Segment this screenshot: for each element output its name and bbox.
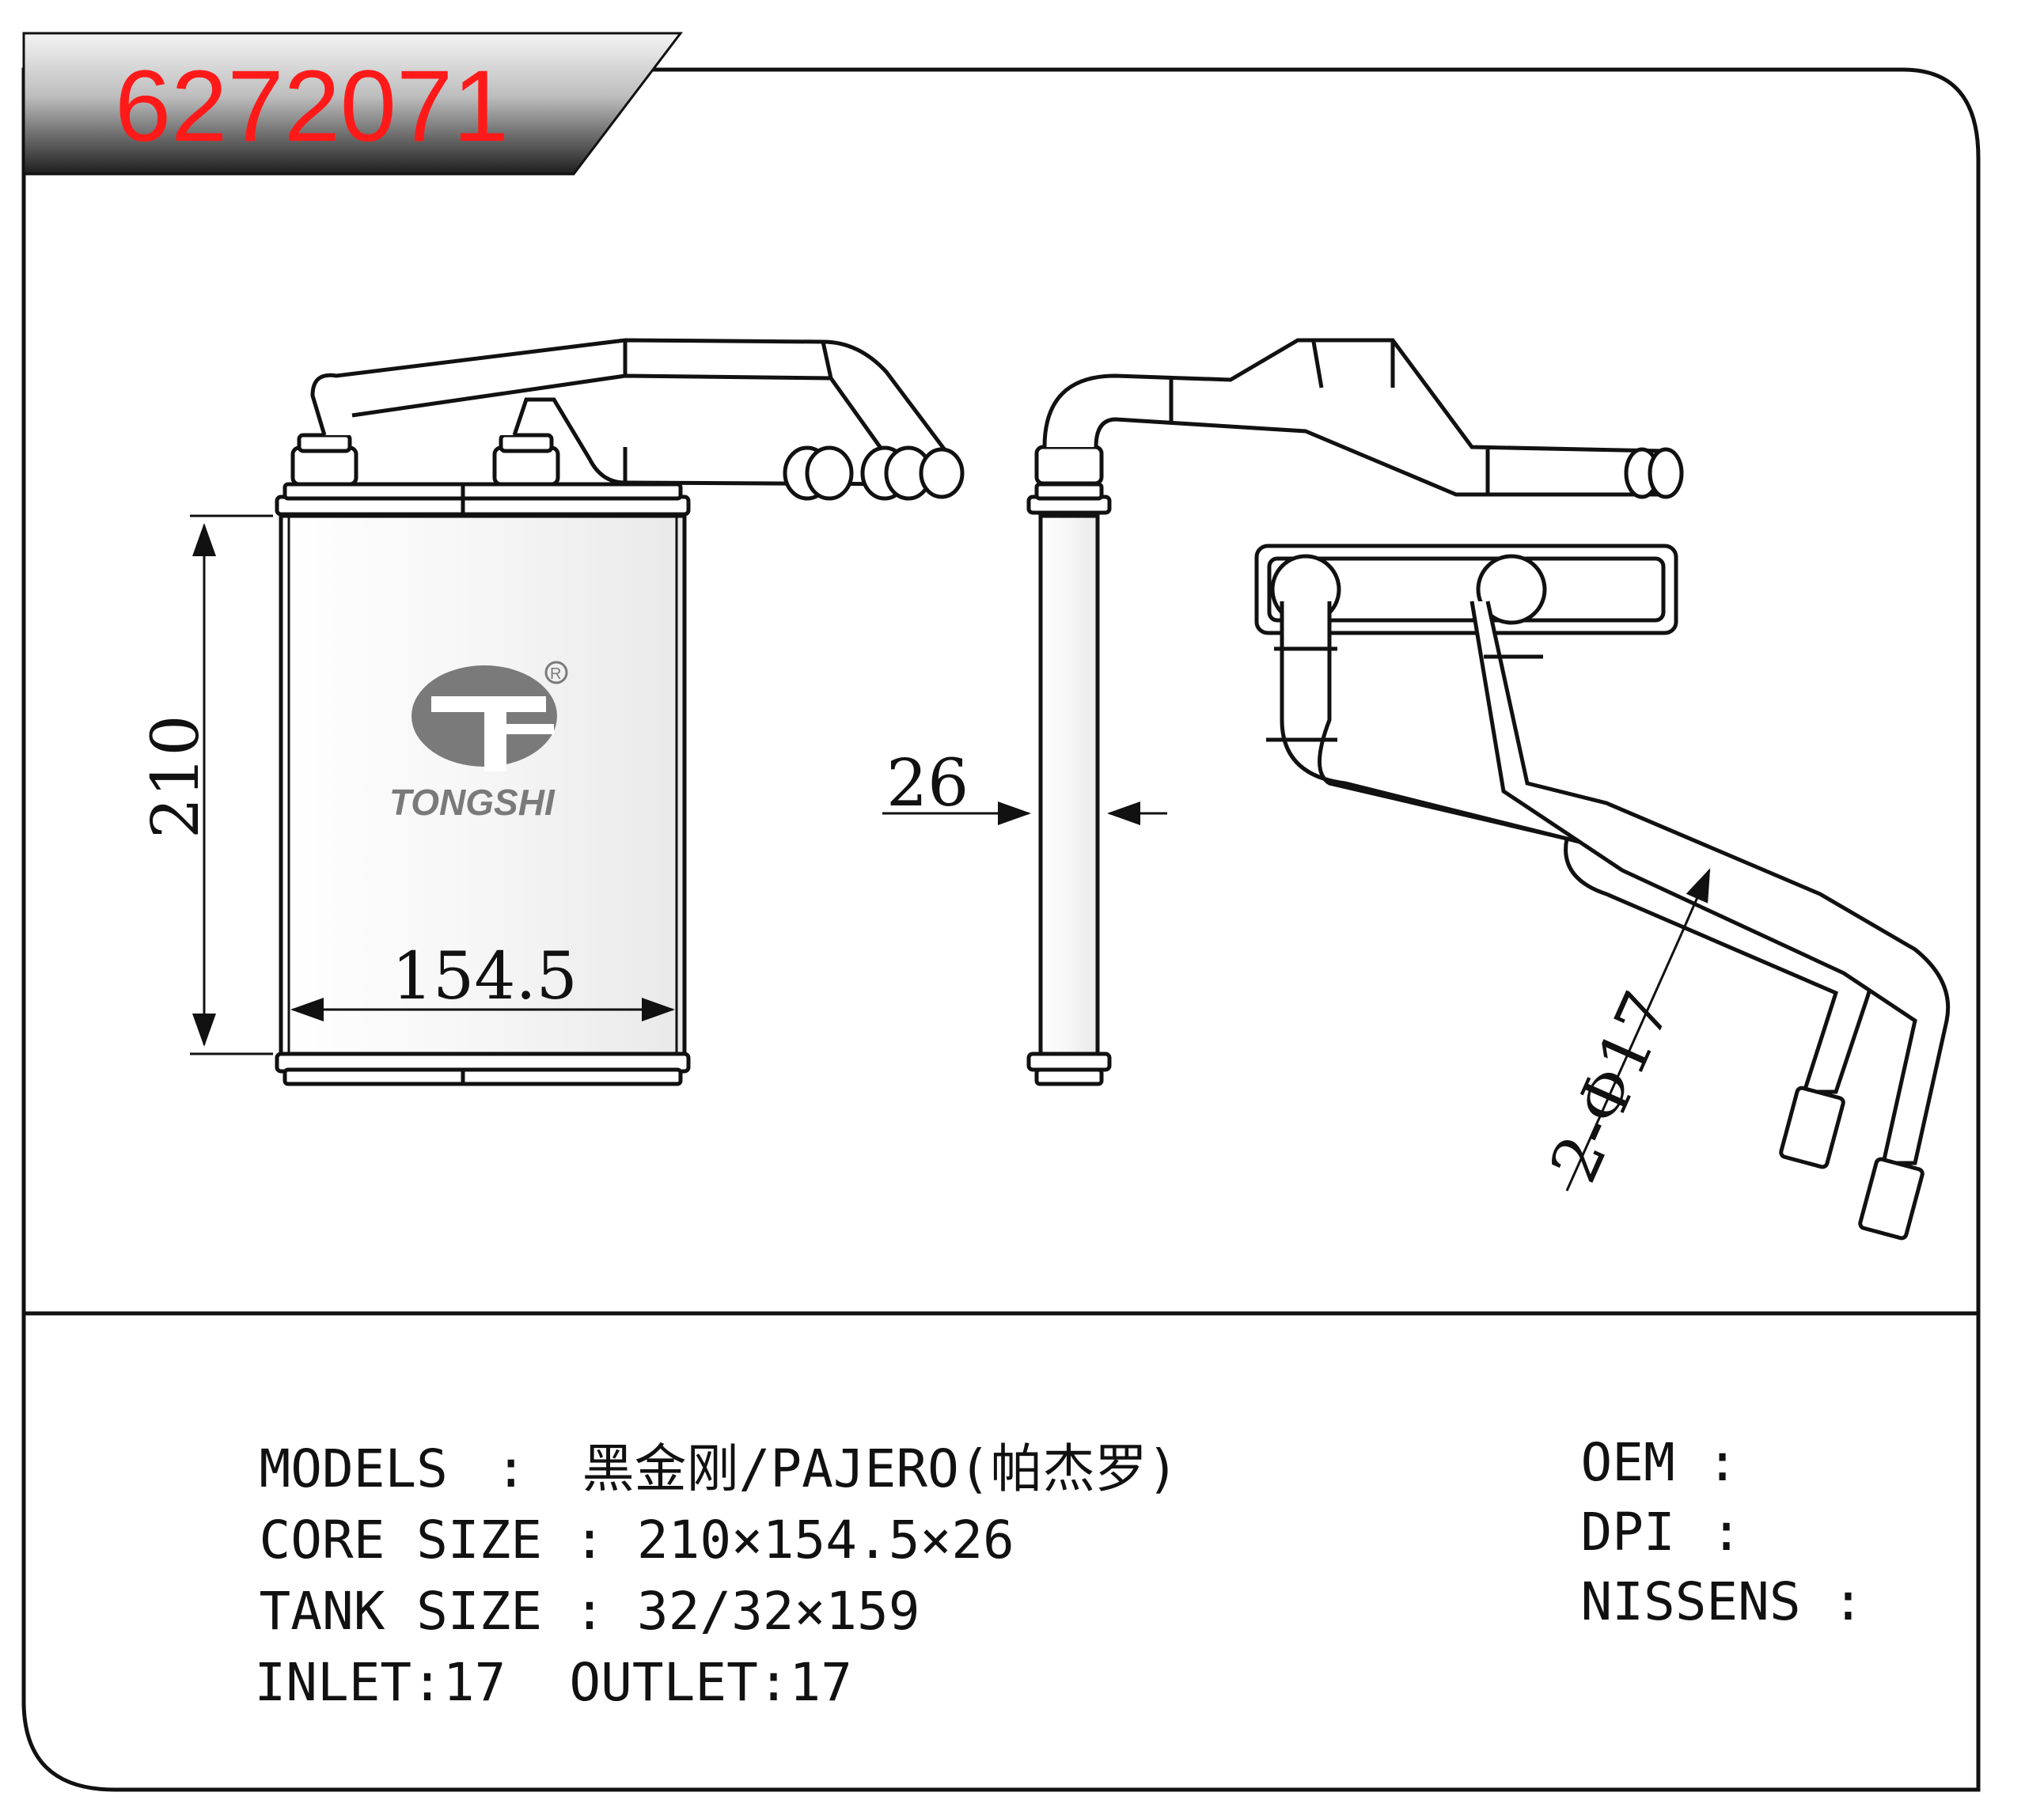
tank-size-row: TANK SIZE:32/32×159 — [196, 1533, 920, 1638]
brand-logo: R — [411, 661, 568, 771]
part-number-banner — [22, 32, 684, 176]
core-size-label: CORE SIZE — [259, 1510, 543, 1571]
inlet-label: INLET: — [254, 1652, 443, 1713]
front-dimensions — [190, 514, 675, 1055]
inlet-value: 17 — [442, 1652, 506, 1713]
outlet-label: OUTLET: — [569, 1652, 790, 1713]
nissens-separator: : — [1832, 1571, 1864, 1632]
dimension-pipe: 2-Φ17 — [1536, 981, 1686, 1193]
tank-size-label: TANK SIZE — [259, 1581, 543, 1642]
models-label: MODELS — [259, 1438, 448, 1499]
models-row: MODELS:黑金刚/PAJERO(帕杰罗) — [196, 1391, 1178, 1495]
dimension-width: 154.5 — [392, 939, 578, 1014]
dpi-label: DPI — [1580, 1502, 1675, 1563]
heater-core — [279, 513, 687, 1056]
core-size-value: 210×154.5×26 — [636, 1510, 1014, 1571]
nissens-row: NISSENS: — [1518, 1524, 1864, 1628]
dimension-depth: 26 — [886, 746, 969, 821]
dpi-separator: : — [1710, 1502, 1743, 1563]
part-number: 6272071 — [115, 50, 509, 163]
outlet-value: 17 — [789, 1652, 853, 1713]
models-separator: : — [495, 1438, 527, 1499]
registered-mark-icon — [544, 661, 568, 684]
tank-size-separator: : — [574, 1581, 605, 1642]
svg-text:R: R — [550, 665, 561, 683]
outer-frame — [21, 67, 1981, 1792]
brand-name: TONGSHI — [389, 782, 556, 823]
tank-size-value: 32/32×159 — [636, 1581, 920, 1642]
dpi-row: DPI: — [1518, 1454, 1742, 1559]
oem-row: OEM: — [1518, 1385, 1738, 1489]
dimension-height: 210 — [138, 714, 214, 839]
core-size-separator: : — [574, 1510, 605, 1571]
front-view — [275, 338, 965, 1086]
models-value: 黑金刚/PAJERO(帕杰罗) — [582, 1438, 1179, 1499]
pipe-dimension — [1565, 868, 1711, 1192]
oem-label: OEM — [1580, 1432, 1675, 1493]
side-view — [1026, 338, 1684, 1086]
core-size-row: CORE SIZE:210×154.5×26 — [196, 1462, 1014, 1567]
oem-separator: : — [1706, 1432, 1739, 1493]
nissens-label: NISSENS — [1580, 1571, 1801, 1632]
